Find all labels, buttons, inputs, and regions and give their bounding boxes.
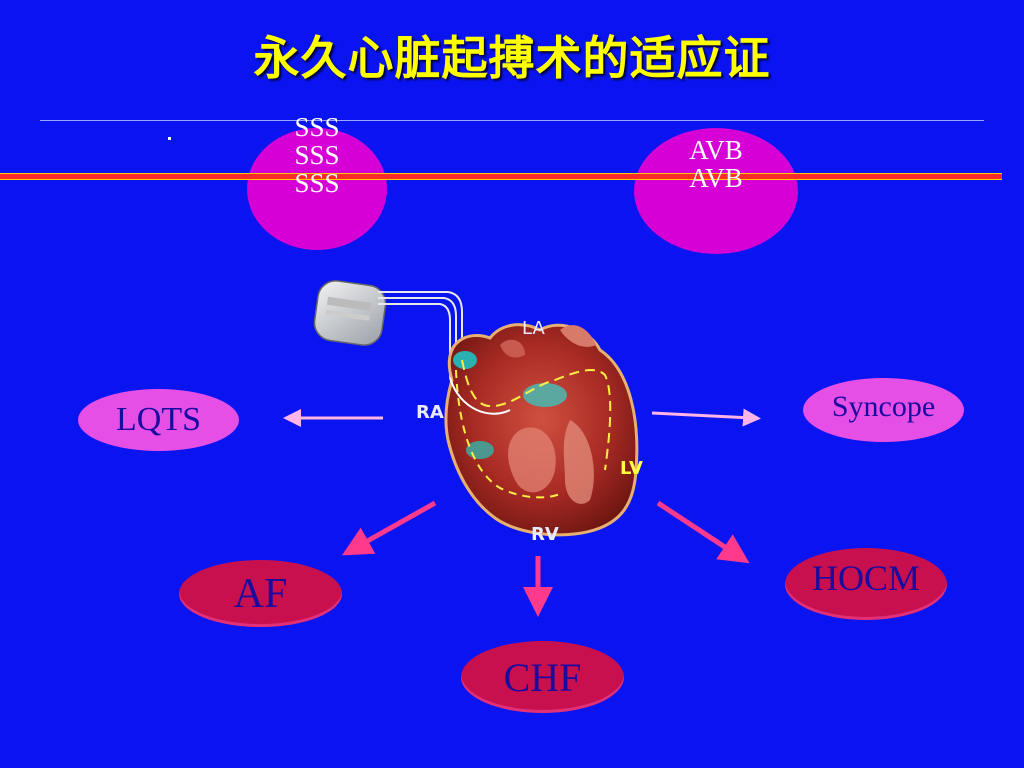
slide-title: 永久心脏起搏术的适应证 — [253, 31, 771, 85]
af-oval: AF — [179, 560, 342, 627]
syncope-label: Syncope — [831, 390, 936, 423]
sss-text-stack: SSS SSS SSS — [247, 113, 387, 197]
chf-oval: CHF — [461, 641, 624, 713]
avb-text-2: AVB — [689, 163, 743, 193]
red-line — [0, 173, 1002, 180]
sss-oval — [247, 128, 387, 250]
pacing-leads — [378, 291, 463, 378]
lqts-label: LQTS — [116, 401, 201, 438]
label-rv: RV — [531, 524, 559, 545]
af-label: AF — [233, 570, 288, 617]
syncope-oval: Syncope — [803, 378, 964, 442]
label-ra: RA — [416, 402, 444, 423]
arrow-to-af — [341, 500, 437, 556]
chf-label: CHF — [503, 654, 582, 700]
title-underline — [40, 120, 984, 121]
heart-cross-section — [444, 323, 639, 537]
arrow-to-syncope — [651, 408, 761, 427]
lqts-oval: LQTS — [78, 389, 239, 451]
avb-oval — [634, 128, 798, 254]
pacemaker-device — [313, 280, 387, 346]
label-lv: LV — [620, 458, 643, 479]
label-la: LA — [522, 318, 545, 339]
hocm-oval: HOCM — [785, 548, 947, 620]
hocm-label: HOCM — [811, 558, 921, 598]
avb-text-1: AVB — [689, 135, 743, 165]
sss-text-1: SSS — [294, 112, 340, 142]
bullet-dot — [168, 137, 171, 140]
arrow-to-hocm — [656, 500, 750, 564]
avb-text-stack: AVB AVB — [634, 136, 798, 192]
sss-text-3: SSS — [294, 168, 340, 198]
sss-text-2: SSS — [294, 140, 340, 170]
